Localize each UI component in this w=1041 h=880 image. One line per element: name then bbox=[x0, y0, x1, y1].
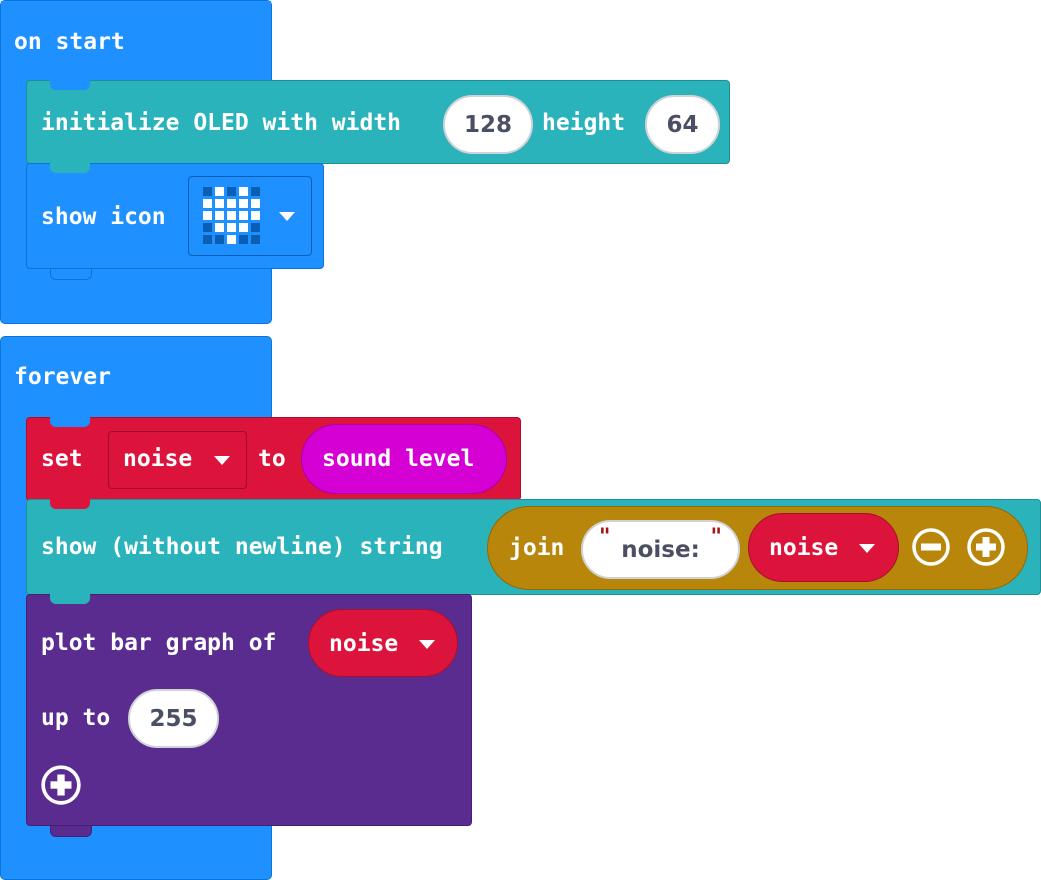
icon-picker-dropdown[interactable] bbox=[188, 176, 312, 256]
sound-level-block[interactable]: sound level bbox=[301, 424, 507, 494]
join-variable-name: noise bbox=[769, 535, 839, 561]
text-string-input[interactable]: " noise: " bbox=[581, 520, 740, 579]
close-quote-icon: " bbox=[710, 525, 722, 550]
sound-level-label: sound level bbox=[322, 446, 475, 472]
chevron-down-icon[interactable] bbox=[859, 544, 875, 553]
oled-height-label: height bbox=[542, 110, 626, 136]
on-start-hat-tab bbox=[1, 1, 271, 79]
oled-height-input[interactable]: 64 bbox=[645, 95, 720, 154]
chevron-down-icon[interactable] bbox=[279, 212, 295, 221]
join-label: join bbox=[509, 535, 565, 561]
set-label: set bbox=[41, 446, 83, 472]
show-string-label: show (without newline) string bbox=[41, 534, 443, 560]
on-start-label: on start bbox=[14, 29, 125, 55]
up-to-label: up to bbox=[41, 705, 111, 731]
expand-block-icon[interactable] bbox=[40, 764, 82, 806]
heart-icon bbox=[203, 187, 260, 244]
plot-bar-graph-label: plot bar graph of bbox=[41, 630, 277, 656]
show-icon-label: show icon bbox=[41, 204, 166, 230]
text-string-value: noise: bbox=[621, 536, 700, 563]
add-input-icon[interactable] bbox=[966, 527, 1006, 567]
join-variable-reporter[interactable]: noise bbox=[748, 513, 899, 582]
oled-init-block[interactable] bbox=[26, 80, 730, 164]
set-variable-name: noise bbox=[123, 446, 193, 472]
set-variable-dropdown[interactable]: noise bbox=[108, 431, 247, 489]
set-to-label: to bbox=[258, 446, 286, 472]
show-icon-bottom-notch bbox=[50, 269, 92, 280]
up-to-input[interactable]: 255 bbox=[128, 689, 219, 748]
bar-graph-variable-name: noise bbox=[329, 631, 399, 657]
chevron-down-icon[interactable] bbox=[419, 640, 435, 649]
chevron-down-icon[interactable] bbox=[214, 456, 230, 465]
oled-notch bbox=[50, 80, 90, 90]
show-icon-notch bbox=[50, 163, 90, 173]
remove-input-icon[interactable] bbox=[911, 527, 951, 567]
set-notch bbox=[50, 417, 90, 427]
forever-label: forever bbox=[14, 364, 111, 390]
oled-width-input[interactable]: 128 bbox=[443, 95, 533, 154]
oled-init-label: initialize OLED with width bbox=[41, 110, 402, 136]
show-string-notch bbox=[50, 499, 90, 509]
bar-graph-bottom-notch bbox=[50, 826, 92, 837]
bar-graph-variable-reporter[interactable]: noise bbox=[308, 609, 458, 677]
open-quote-icon: " bbox=[599, 525, 611, 550]
bar-graph-notch bbox=[50, 594, 90, 604]
